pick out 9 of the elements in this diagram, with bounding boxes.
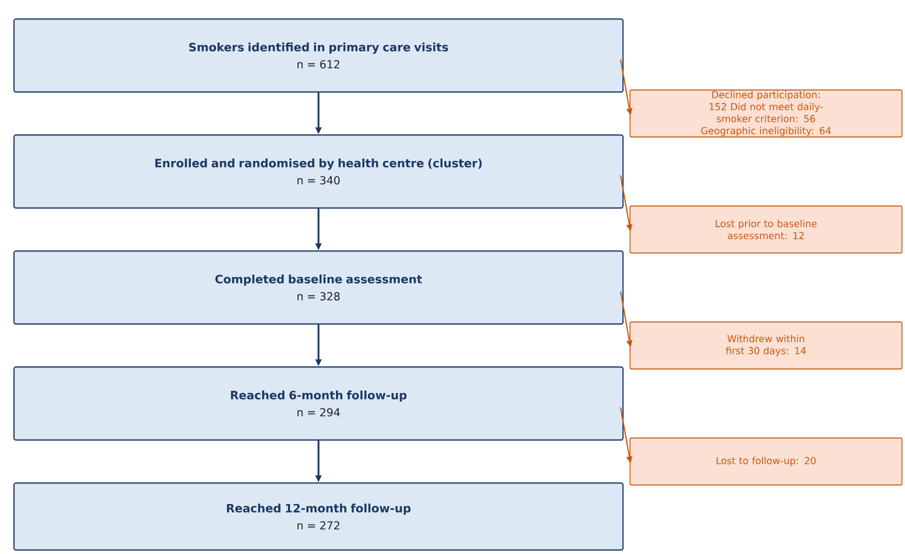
exclusion-box: Lost to follow-up: 20 <box>630 438 902 486</box>
process-box: Enrolled and randomised by health centre (cluster) n = 340 <box>13 134 624 209</box>
exclusion-box: Withdrew within first 30 days: 14 <box>630 322 902 370</box>
process-box: Smokers identified in primary care visits n = 612 <box>13 18 624 93</box>
exclusion-box: Declined participation: 152 Did not meet daily-smoker criterion: 56 Geographic ineligibility: 64 <box>630 90 902 138</box>
process-box: Completed baseline assessment n = 328 <box>13 250 624 325</box>
process-box: Reached 12-month follow-up n = 272 <box>13 482 624 551</box>
exclusion-box: Lost prior to baseline assessment: 12 <box>630 206 902 254</box>
process-box: Reached 6-month follow-up n = 294 <box>13 366 624 441</box>
